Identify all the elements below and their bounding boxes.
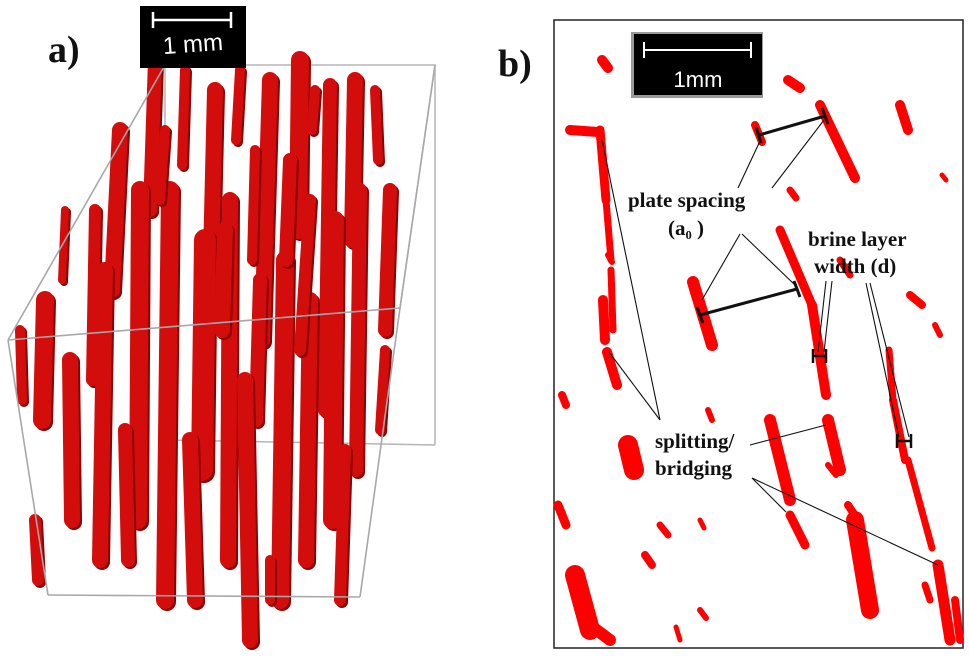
channel-tube <box>104 122 128 298</box>
brine-layer <box>932 559 956 646</box>
brine-layer <box>656 521 672 539</box>
plate-spacing-symbol: (a₀ ) <box>668 216 704 240</box>
channel-tube <box>370 85 383 165</box>
brine-layer <box>565 125 603 137</box>
channel-tube <box>323 211 344 529</box>
brine-width-marker-1 <box>811 349 828 363</box>
brine-layer <box>921 581 934 604</box>
brine-layer <box>558 391 570 409</box>
brine-layer <box>618 435 644 480</box>
plate-spacing-label: plate spacing <box>628 188 746 212</box>
splitting-label: splitting/ <box>655 429 736 453</box>
brine-layer <box>673 624 683 643</box>
channel-tube <box>33 291 54 429</box>
brine-layer <box>705 407 715 423</box>
brine-layer <box>607 266 617 334</box>
brine-channels-3d <box>15 51 399 650</box>
channel-tube <box>58 206 69 284</box>
scale-bar-a: 1 mm <box>140 6 246 68</box>
brine-layer <box>598 295 610 345</box>
channel-tube <box>294 194 316 356</box>
channel-tube <box>92 262 113 568</box>
brine-layer <box>553 500 571 530</box>
channel-tube <box>375 345 390 435</box>
channel-tube <box>62 352 80 528</box>
brine-layer <box>939 172 949 183</box>
channel-tube <box>334 444 351 606</box>
channel-tube <box>155 125 170 205</box>
brine-layer <box>844 501 862 524</box>
channel-tube <box>156 181 179 609</box>
brine-layer <box>785 510 810 550</box>
panel-a-label: a) <box>48 29 80 71</box>
brine-layer <box>932 322 943 338</box>
brine-layer <box>889 396 909 464</box>
panel-a: a) 1 mm <box>7 6 436 650</box>
channel-tube <box>349 183 367 477</box>
channel-tube <box>289 51 309 239</box>
brine-layer <box>697 517 707 531</box>
channel-tube <box>231 65 245 145</box>
channel-tube <box>182 432 203 608</box>
scale-bar-b-label: 1mm <box>674 67 723 92</box>
channel-tube <box>247 145 260 265</box>
brine-layer <box>775 225 817 310</box>
brine-layers-2d <box>553 55 964 646</box>
brine-layer <box>836 256 854 279</box>
brine-layer <box>597 55 613 73</box>
channel-tube <box>237 372 258 648</box>
channel-tube <box>298 292 318 568</box>
plate-spacing-marker-bottom <box>695 280 802 324</box>
brine-layer-label: brine layer <box>808 227 907 251</box>
brine-layer <box>904 456 936 552</box>
panel-b-label: b) <box>498 43 532 85</box>
brine-layer <box>951 596 964 644</box>
bridging-label: bridging <box>655 456 733 480</box>
brine-layer <box>895 100 913 135</box>
plate-spacing-marker-top <box>754 107 830 144</box>
channel-tube <box>29 514 44 586</box>
channel-tube <box>177 65 190 170</box>
channel-tube <box>129 181 149 529</box>
brine-layer-width-label: width (d) <box>814 254 896 278</box>
channel-tube <box>118 423 135 567</box>
panel-b: b) 1mm <box>498 19 964 649</box>
brine-layer <box>697 607 709 621</box>
brine-layer <box>584 619 616 646</box>
channel-tube <box>191 229 216 481</box>
brine-layer <box>602 347 622 390</box>
brine-width-marker-2 <box>895 434 913 448</box>
channel-tube <box>307 85 320 135</box>
channel-tube <box>279 153 297 267</box>
channel-tube <box>378 183 397 337</box>
brine-layer <box>846 511 879 619</box>
brine-layer <box>641 551 656 569</box>
brine-layer <box>822 414 846 476</box>
brine-layer <box>825 462 839 478</box>
channel-tube <box>214 222 233 338</box>
scale-bar-b: 1mm <box>631 32 763 98</box>
channel-tube <box>271 251 294 609</box>
brine-layer <box>807 300 831 400</box>
channel-tube <box>86 204 101 386</box>
brine-layer <box>595 125 611 205</box>
channel-tube <box>15 325 27 405</box>
brine-layer <box>783 75 805 93</box>
box-wireframe-front <box>7 64 436 598</box>
annotations: plate spacing (a₀ ) brine layer width (d… <box>628 188 907 480</box>
brine-layer <box>885 346 897 404</box>
scale-bar-a-label: 1 mm <box>162 29 224 60</box>
annotation-leader-lines <box>601 119 939 566</box>
channel-tube <box>249 273 267 427</box>
brine-layer <box>906 291 926 309</box>
brine-layer <box>764 414 796 506</box>
brine-layer <box>602 196 615 264</box>
brine-layer <box>786 186 800 202</box>
brine-layer <box>605 252 615 265</box>
channel-tube <box>344 72 363 248</box>
